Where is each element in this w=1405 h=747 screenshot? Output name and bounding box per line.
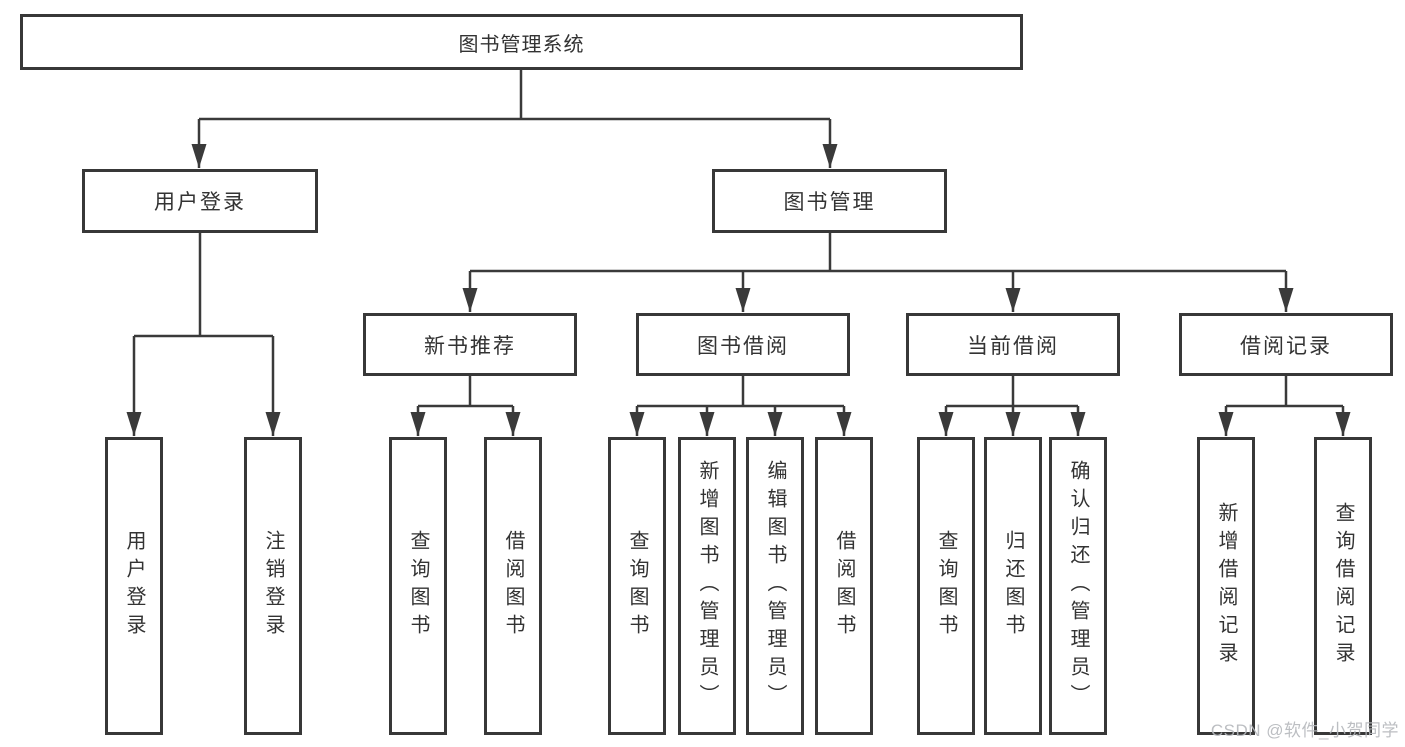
node-label: 注销登录 [262, 530, 284, 642]
borrowing-records-connectors [1218, 376, 1351, 436]
node-label: 用户登录 [154, 191, 246, 214]
node-label: 图书借阅 [697, 334, 789, 358]
leaf-query-books-borrowing: 查询图书 [608, 437, 666, 735]
node-book-borrowing: 图书借阅 [636, 313, 850, 376]
current-borrowing-connectors [938, 376, 1086, 436]
node-label: 新增图书（管理员） [696, 460, 718, 712]
leaf-add-borrow-record: 新增借阅记录 [1197, 437, 1255, 735]
node-label: 新增借阅记录 [1215, 502, 1237, 670]
node-label: 借阅记录 [1240, 334, 1332, 358]
node-label: 查询图书 [407, 530, 429, 642]
user-login-branch-connectors [126, 233, 281, 436]
leaf-user-login: 用户登录 [105, 437, 163, 735]
leaf-query-books-current: 查询图书 [917, 437, 975, 735]
leaf-query-books-recommend: 查询图书 [389, 437, 447, 735]
root-to-level2-connectors [191, 70, 838, 168]
leaf-borrow-books-recommend: 借阅图书 [484, 437, 542, 735]
node-book-management-module: 图书管理 [712, 169, 947, 233]
node-label: 新书推荐 [424, 334, 516, 358]
node-label: 查询借阅记录 [1332, 502, 1354, 670]
leaf-query-borrow-record: 查询借阅记录 [1314, 437, 1372, 735]
book-borrowing-connectors [629, 376, 852, 436]
node-label: 归还图书 [1002, 530, 1024, 642]
leaf-add-book-admin: 新增图书（管理员） [678, 437, 736, 735]
leaf-return-book: 归还图书 [984, 437, 1042, 735]
watermark: CSDN @软件_小贺同学 [1210, 721, 1399, 740]
node-label: 借阅图书 [502, 530, 524, 642]
node-label: 用户登录 [123, 530, 145, 642]
node-label: 图书管理 [783, 191, 876, 214]
node-label: 确认归还（管理员） [1067, 460, 1089, 712]
leaf-borrow-books-borrowing: 借阅图书 [815, 437, 873, 735]
node-label: 图书管理系统 [458, 33, 585, 56]
book-management-branch-connectors [462, 233, 1294, 312]
node-current-borrowing: 当前借阅 [906, 313, 1120, 376]
node-library-management-system: 图书管理系统 [20, 14, 1023, 70]
node-label: 借阅图书 [833, 530, 855, 642]
leaf-edit-book-admin: 编辑图书（管理员） [746, 437, 804, 735]
node-borrowing-records: 借阅记录 [1179, 313, 1393, 376]
new-book-recommend-connectors [410, 376, 521, 436]
node-new-book-recommend: 新书推荐 [363, 313, 577, 376]
leaf-confirm-return-admin: 确认归还（管理员） [1049, 437, 1107, 735]
node-label: 查询图书 [935, 530, 957, 642]
node-user-login-module: 用户登录 [82, 169, 318, 233]
node-label: 当前借阅 [967, 334, 1059, 358]
node-label: 查询图书 [626, 530, 648, 642]
leaf-logout: 注销登录 [244, 437, 302, 735]
node-label: 编辑图书（管理员） [764, 460, 786, 712]
